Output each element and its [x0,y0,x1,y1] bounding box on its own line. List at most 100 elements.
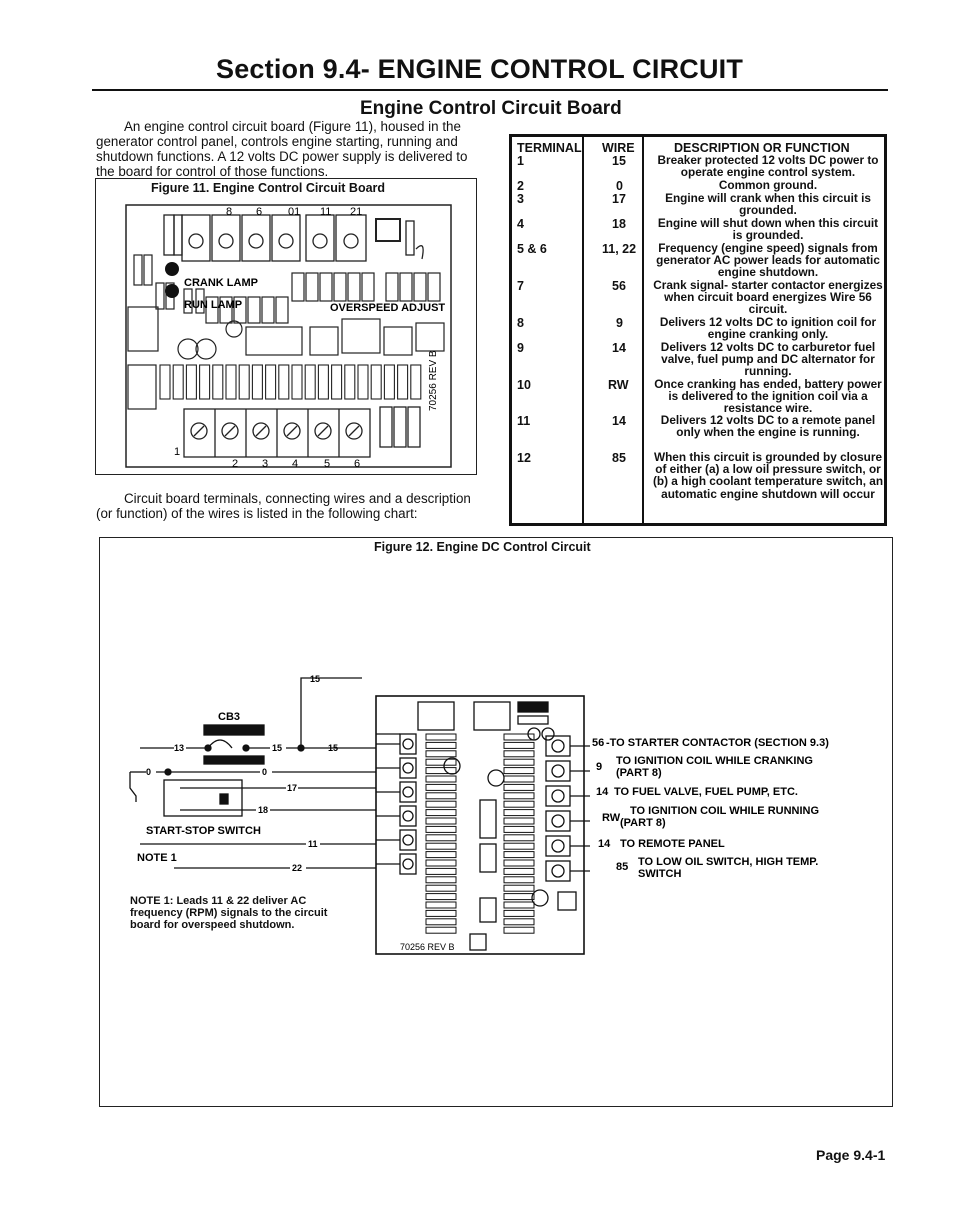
board-part [503,733,535,741]
resistor [225,364,237,400]
wire-label: 15 [328,743,338,753]
board-terminal-number: 3 [262,458,268,470]
figure-11: Figure 11. Engine Control Circuit Board [95,178,477,475]
board-terminal-number: 5 [324,458,330,470]
switch-label: START-STOP SWITCH [146,825,261,837]
terminal-cell: 9 [517,341,524,355]
board-edge-number: 21 [350,206,362,218]
board-part [503,775,535,783]
board-part [503,750,535,758]
figure-11-caption: Figure 11. Engine Control Circuit Board [151,181,386,195]
crank-lamp-icon [165,262,179,276]
terminal-cell: 3 [517,192,524,206]
description-cell: Common ground. [718,178,818,192]
terminal-cell: 4 [517,217,524,231]
terminal-cell: 10 [517,378,531,392]
board-part [425,926,457,934]
terminal-screw [551,814,565,828]
wire-cell: 17 [612,192,626,206]
wire-label: 17 [287,783,297,793]
terminal-cell: 12 [517,451,531,465]
wire-label: 15 [310,674,320,684]
board-terminal-number: 4 [292,458,298,470]
board-part [425,733,457,741]
resistor [238,364,250,400]
board-part [503,859,535,867]
description-cell: Once cranking has ended, battery power i… [654,377,882,416]
board-part [425,767,457,775]
resistor [344,364,356,400]
board-part [425,809,457,817]
board-part [503,884,535,892]
chart-intro-text: Circuit board terminals, connecting wire… [96,491,471,521]
board-terminal-number: 2 [232,458,238,470]
title-rule [92,89,888,91]
board-part [503,918,535,926]
resistor [199,364,211,400]
intro-text: An engine control circuit board (Figure … [96,119,468,179]
board-edge-number: 6 [256,206,262,218]
run-lamp-icon [165,284,179,298]
resistor [251,364,263,400]
board-part [503,741,535,749]
resistor [383,364,395,400]
description-cell: Engine will shut down when this circuit … [657,216,879,243]
board-terminal-number: 1 [174,446,180,458]
resistor [397,364,409,400]
board-part [503,758,535,766]
board-part [425,918,457,926]
output-wire: 85 [616,861,628,873]
note-1-marker: NOTE 1 [137,852,177,864]
terminal-screw [551,839,565,853]
board-part [425,792,457,800]
description-cell: Delivers 12 volts DC to carburetor fuel … [660,340,876,379]
wire-cell: 11, 22 [602,242,637,256]
output-wire: 14 [598,838,611,850]
wire-header: WIRE [602,141,635,155]
terminal-screw [551,789,565,803]
board-part [425,876,457,884]
wire-cell: 56 [612,279,626,293]
board-part [425,884,457,892]
board-part [503,876,535,884]
terminal-header: TERMINAL [517,141,582,155]
board-part [425,851,457,859]
table-divider [642,137,644,523]
wire-cell: 9 [616,316,623,330]
wire-cell: 85 [612,451,626,465]
resistor [159,364,171,400]
terminal-cell: 5 & 6 [517,242,547,256]
terminal-screw [551,739,565,753]
terminal-block [545,860,571,882]
terminal-screw [402,786,414,798]
board-part [503,809,535,817]
board-part [425,867,457,875]
board-part [425,834,457,842]
wire-cell: 0 [616,179,623,193]
wire-label: 11 [308,839,318,849]
description-cell: When this circuit is grounded by closure… [652,450,884,501]
terminal-cell: 11 [517,414,531,428]
resistor [265,364,277,400]
terminal-screw [402,738,414,750]
terminal-screw [402,762,414,774]
board-part [503,909,535,917]
board-part [425,859,457,867]
board-part [425,783,457,791]
board-part [503,926,535,934]
resistor [212,364,224,400]
terminal-screw [551,764,565,778]
wire-label: 22 [292,863,302,873]
wire-cell: RW [608,378,629,392]
board-part [425,901,457,909]
wire-label: 13 [174,743,184,753]
board-part [503,842,535,850]
board-edge-number: 8 [226,206,232,218]
terminal-screw [402,858,414,870]
terminal-screw [551,864,565,878]
output-label: TO IGNITION COIL WHILE RUNNING [630,805,819,817]
terminal-table: TERMINAL WIRE DESCRIPTION OR FUNCTION 1 … [509,134,887,526]
wire-cell: 14 [612,414,626,428]
figure-12: Figure 12. Engine DC Control Circuit [99,537,893,1107]
